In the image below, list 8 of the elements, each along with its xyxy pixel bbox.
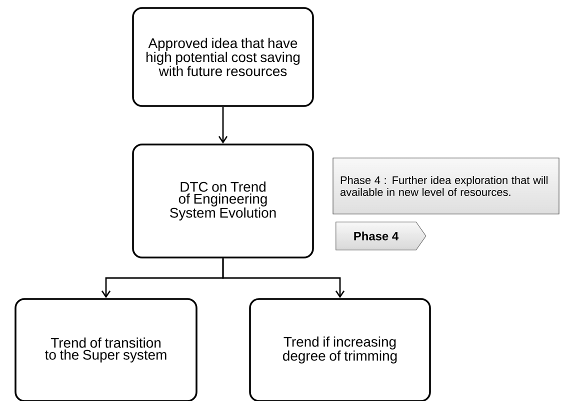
process-box: DTC on Trend of Engineering System Evolution: [132, 144, 314, 258]
arrow: [222, 258, 345, 298]
arrow: [218, 106, 228, 144]
process-box: Trend of transition to the Super system: [14, 298, 198, 401]
process-box: Approved idea that have high potential cost saving with future resources: [132, 7, 314, 107]
phase-arrow-tag: Phase 4: [336, 222, 426, 250]
note-box: Phase 4 : Further idea exploration that will available in new level of resources.: [332, 158, 560, 214]
process-box: Trend if increasing degree of trimming: [249, 298, 431, 401]
